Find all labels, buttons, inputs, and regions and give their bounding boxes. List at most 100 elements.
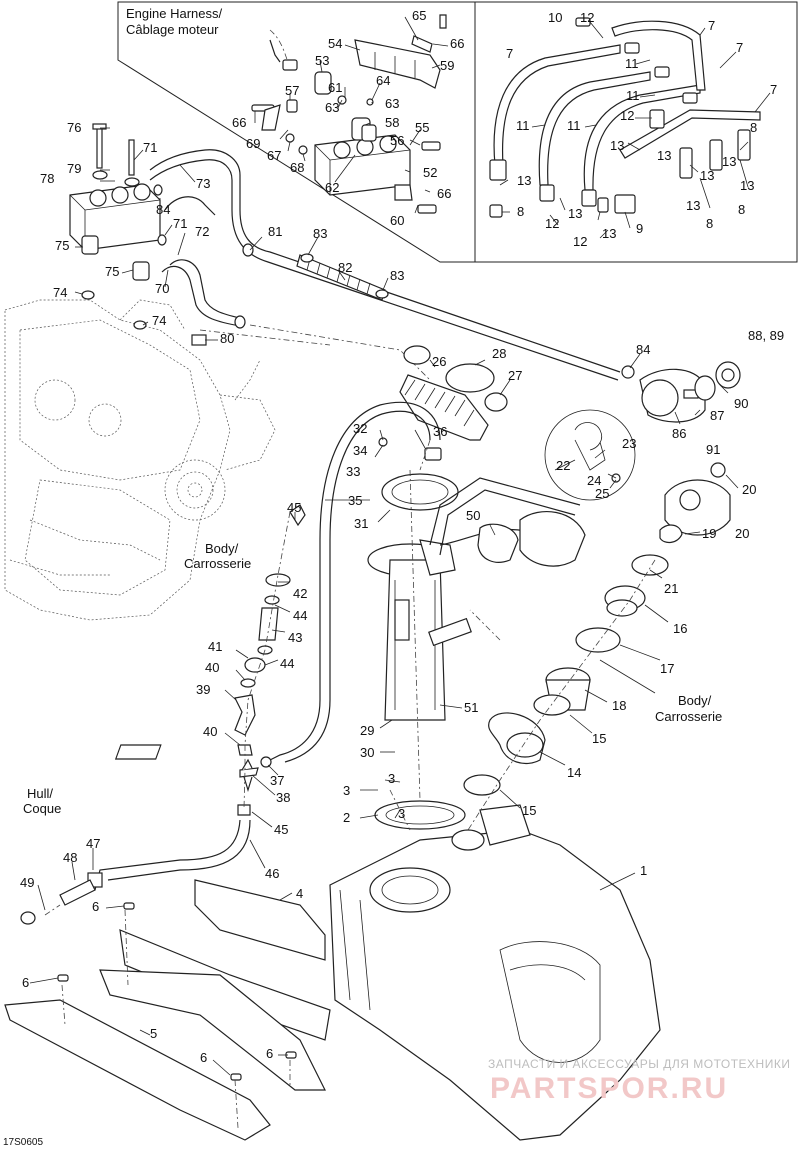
callout-10: 10	[548, 10, 562, 25]
callout-33: 33	[346, 464, 360, 479]
callout-71a: 71	[143, 140, 157, 155]
callout-79: 79	[67, 161, 81, 176]
callout-34: 34	[353, 443, 367, 458]
callout-76: 76	[67, 120, 81, 135]
callout-49: 49	[20, 875, 34, 890]
callout-67: 67	[267, 148, 281, 163]
callout-6a: 6	[92, 899, 99, 914]
callout-90: 90	[734, 396, 748, 411]
callout-59: 59	[440, 58, 454, 73]
callout-6c: 6	[200, 1050, 207, 1065]
callout-38: 38	[276, 790, 290, 805]
callout-71b: 71	[173, 216, 187, 231]
callout-28: 28	[492, 346, 506, 361]
callout-13b: 13	[610, 138, 624, 153]
callout-15b: 15	[522, 803, 536, 818]
engine-outline	[4, 299, 276, 621]
callout-42: 42	[293, 586, 307, 601]
callout-13e: 13	[568, 206, 582, 221]
callout-32: 32	[353, 421, 367, 436]
vent-valve	[544, 409, 731, 544]
callout-87: 87	[710, 408, 724, 423]
callout-21: 21	[664, 581, 678, 596]
callout-7b: 7	[506, 46, 513, 61]
callout-69: 69	[246, 136, 260, 151]
callout-25: 25	[595, 486, 609, 501]
callout-65: 65	[412, 8, 426, 23]
callout-60: 60	[390, 213, 404, 228]
callout-81: 81	[268, 224, 282, 239]
callout-27: 27	[508, 368, 522, 383]
callout-74a: 74	[53, 285, 67, 300]
callout-53: 53	[315, 53, 329, 68]
callout-6b: 6	[22, 975, 29, 990]
vent-hose	[269, 401, 442, 763]
callout-8b: 8	[750, 120, 757, 135]
callout-1: 1	[640, 863, 647, 878]
callout-11b: 11	[626, 88, 640, 103]
callout-36: 36	[433, 424, 447, 439]
callout-41: 41	[208, 639, 222, 654]
filler-assembly	[399, 345, 741, 441]
callout-91: 91	[706, 442, 720, 457]
engine-harness-label-en: Engine Harness/	[126, 6, 222, 21]
callout-75b: 75	[105, 264, 119, 279]
callout-2: 2	[343, 810, 350, 825]
callout-13h: 13	[722, 154, 736, 169]
callout-63b: 63	[325, 100, 339, 115]
callout-24: 24	[587, 473, 601, 488]
callout-75a: 75	[55, 238, 69, 253]
callout-66c: 66	[437, 186, 451, 201]
callout-70: 70	[155, 281, 169, 296]
callout-11c: 11	[516, 118, 530, 133]
fuel-rail-engine	[69, 123, 207, 346]
body-label-right-en: Body/	[678, 693, 712, 708]
filler-neck-tube	[463, 554, 669, 796]
callout-12a: 12	[580, 10, 594, 25]
callout-23: 23	[622, 436, 636, 451]
callout-22: 22	[556, 458, 570, 473]
callout-15a: 15	[592, 731, 606, 746]
callout-37: 37	[270, 773, 284, 788]
callout-19-20: 19	[702, 526, 716, 541]
callout-56: 56	[390, 133, 404, 148]
callout-84b: 84	[636, 342, 650, 357]
callout-13a: 13	[517, 173, 531, 188]
callout-66b: 66	[232, 115, 246, 130]
callout-43: 43	[288, 630, 302, 645]
callout-6d: 6	[266, 1046, 273, 1061]
callout-14: 14	[567, 765, 581, 780]
callout-29: 29	[360, 723, 374, 738]
callout-30: 30	[360, 745, 374, 760]
callout-20a: 20	[742, 482, 756, 497]
callout-18: 18	[612, 698, 626, 713]
callout-78: 78	[40, 171, 54, 186]
callout-83b: 83	[390, 268, 404, 283]
tank-straps-inset	[489, 17, 761, 218]
callout-80: 80	[220, 331, 234, 346]
callout-13f: 13	[686, 198, 700, 213]
body-label-left-en: Body/	[205, 541, 239, 556]
callout-5: 5	[150, 1026, 157, 1041]
callout-11a: 11	[625, 56, 639, 71]
callout-13c: 13	[657, 148, 671, 163]
body-label-left-fr: Carrosserie	[184, 556, 251, 571]
callout-13i: 13	[700, 168, 714, 183]
callout-12b: 12	[620, 108, 634, 123]
callout-66: 66	[450, 36, 464, 51]
callout-68: 68	[290, 160, 304, 175]
callout-26: 26	[432, 354, 446, 369]
callout-3a: 3	[388, 771, 395, 786]
callout-44b: 44	[280, 656, 294, 671]
callout-8d: 8	[706, 216, 713, 231]
callout-74b: 74	[152, 313, 166, 328]
drain-line-parts	[20, 504, 306, 925]
callout-20b: 20	[735, 526, 749, 541]
callout-7d: 7	[770, 82, 777, 97]
callout-63a: 63	[385, 96, 399, 111]
callout-17: 17	[660, 661, 674, 676]
straps-inset-frame	[474, 1, 798, 263]
fuel-rail-inset-frame	[117, 1, 476, 263]
